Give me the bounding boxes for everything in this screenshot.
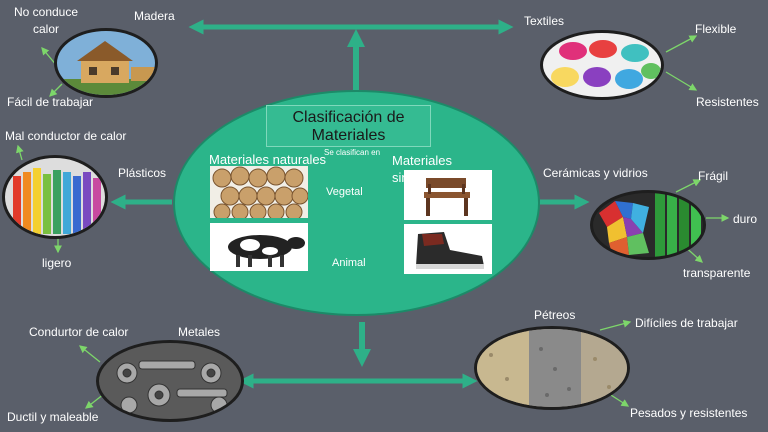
- petreos-property: Pesados y resistentes: [630, 406, 748, 420]
- textiles-property: Resistentes: [696, 95, 759, 109]
- madera-property: No conduce calor: [13, 5, 79, 36]
- ceramicas-property: transparente: [683, 266, 751, 280]
- ceramicas-property: Frágil: [698, 169, 729, 183]
- prop-arrow: [665, 71, 698, 91]
- prop-arrow: [49, 83, 63, 97]
- natural-materials-label: Materiales naturales: [209, 152, 327, 167]
- prop-arrow: [16, 144, 24, 161]
- plasticos-property: Mal conductor de calor: [5, 129, 127, 143]
- textiles-image: [540, 30, 664, 100]
- ceramicas-property: duro: [733, 212, 758, 226]
- subtitle: Se clasifican en: [324, 148, 381, 157]
- petreos-image: [474, 326, 630, 410]
- plasticos-property: ligero: [42, 256, 72, 270]
- prop-arrow: [665, 35, 698, 53]
- textiles-property: Flexible: [695, 22, 737, 36]
- ceramicas-image: [590, 190, 706, 260]
- prop-arrow: [599, 319, 632, 331]
- madera-label: Madera: [134, 9, 175, 23]
- diagram-title: Clasificación de Materiales: [266, 105, 431, 147]
- ceramicas-label: Cerámicas y vidrios: [543, 166, 648, 180]
- petreos-label: Pétreos: [534, 308, 576, 322]
- metales-property: Ductil y maleable: [7, 410, 99, 424]
- diagram-title-text: Clasificación de Materiales: [292, 109, 405, 144]
- cow-image: [210, 223, 308, 271]
- vegetal-label: Vegetal: [326, 186, 363, 198]
- chair-image: [404, 170, 492, 220]
- metales-label: Metales: [178, 325, 221, 339]
- metales-property: Condurtor de calor: [29, 325, 129, 339]
- textiles-label: Textiles: [524, 14, 565, 28]
- metales-image: [96, 340, 244, 422]
- madera-property: Fácil de trabajar: [7, 95, 94, 109]
- prop-arrow: [675, 179, 702, 193]
- petreos-property: Difíciles de trabajar: [635, 316, 738, 330]
- plasticos-image: [2, 155, 108, 239]
- wood-logs-image: [210, 166, 308, 218]
- plasticos-label: Plásticos: [118, 166, 167, 180]
- shoe-image: [404, 224, 492, 274]
- animal-label: Animal: [332, 257, 366, 269]
- madera-image: [54, 28, 158, 98]
- prop-arrow: [78, 345, 101, 363]
